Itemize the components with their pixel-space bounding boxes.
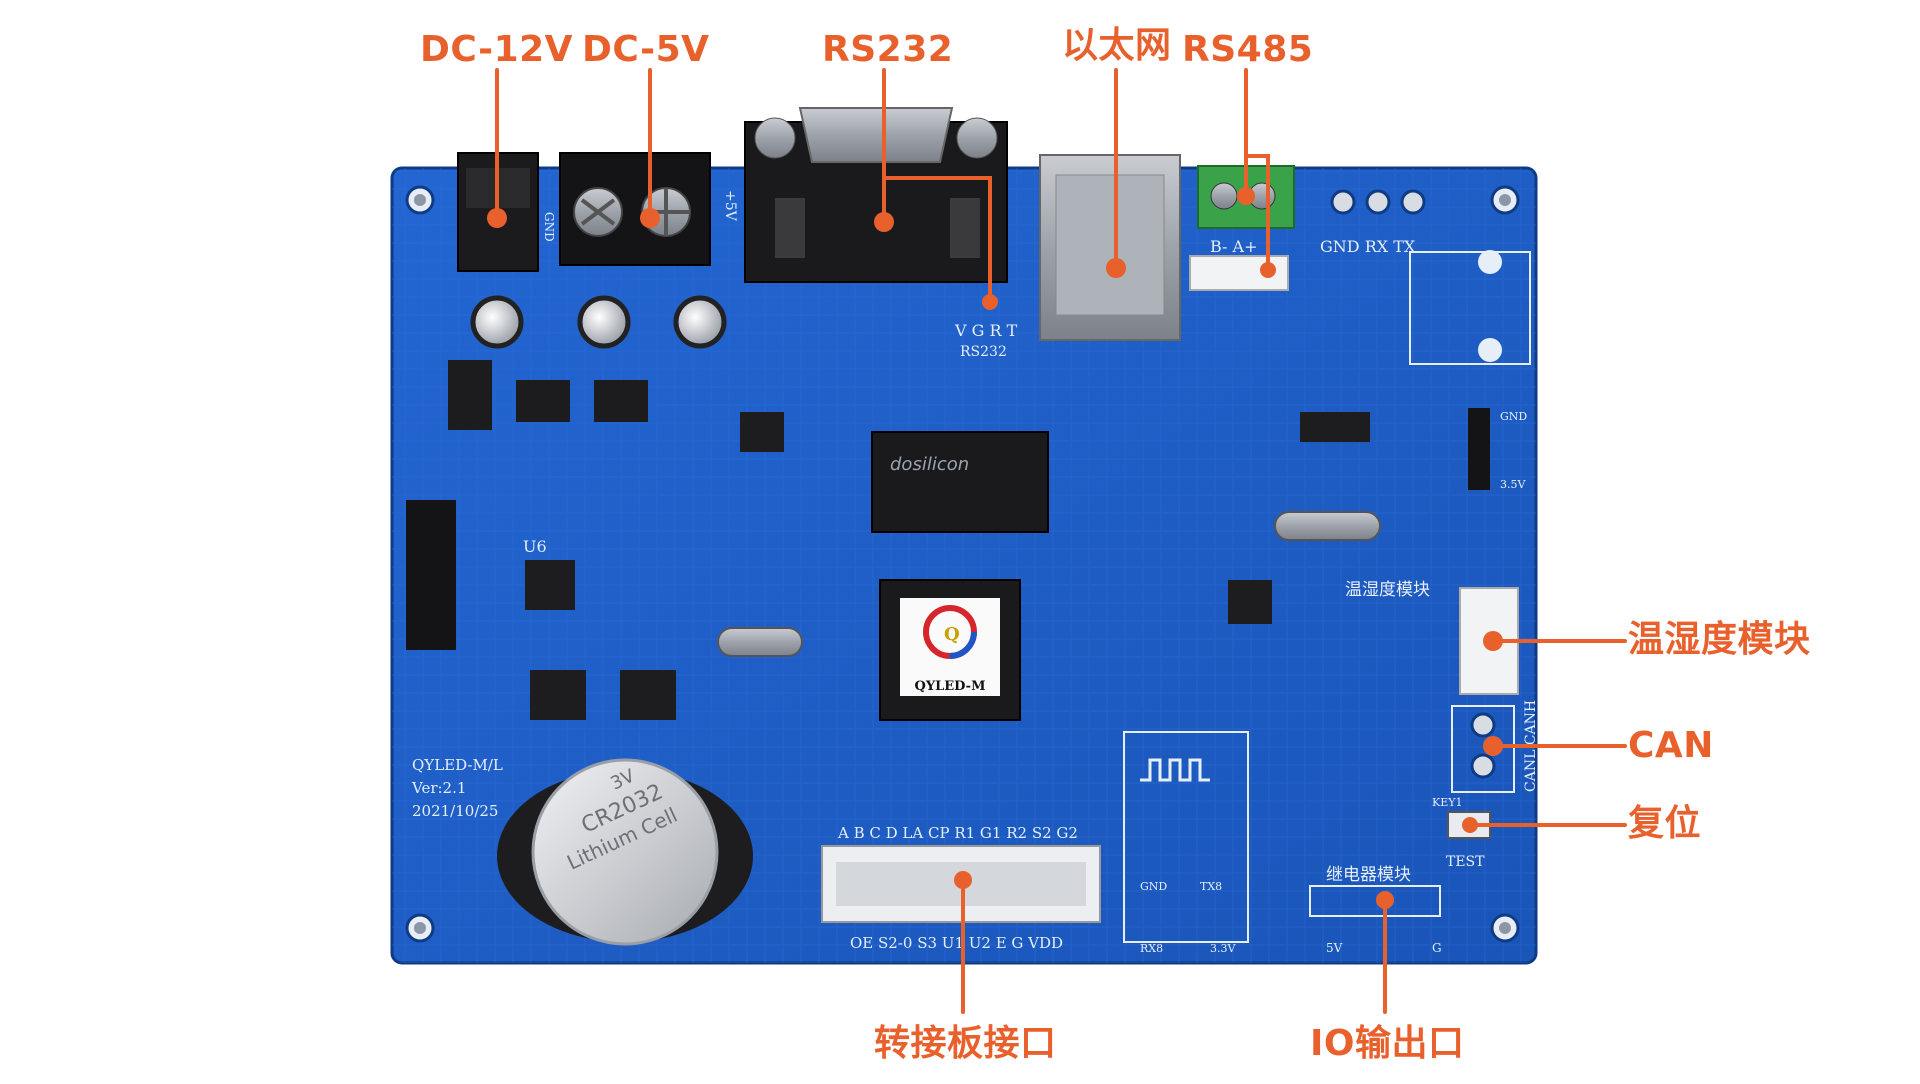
key-silk: KEY1 — [1432, 796, 1463, 809]
relay-silk: 继电器模块 — [1326, 865, 1411, 885]
hub-top-silk: A B C D LA CP R1 G1 R2 S2 G2 — [837, 824, 1078, 842]
left-pin-header — [406, 500, 456, 650]
wifi-rx-silk: RX8 — [1140, 942, 1163, 955]
label-reset: 复位 — [1628, 803, 1702, 844]
dc-5v-terminal — [559, 152, 711, 266]
relay-g-silk: G — [1432, 941, 1442, 955]
voltage-regulators — [448, 360, 648, 430]
label-can: CAN — [1628, 725, 1714, 766]
label-rs485: RS485 — [1182, 29, 1314, 70]
relay-header — [1309, 885, 1441, 917]
uart-pins-silk: GND RX TX — [1320, 237, 1416, 256]
electrolytic-capacitors — [470, 295, 727, 349]
wifi-3v3-silk: 3.3V — [1210, 942, 1236, 955]
label-ethernet: 以太网 — [1062, 25, 1172, 66]
plus5v-silk: +5V — [722, 190, 738, 222]
flash-memory-chip: dosilicon — [871, 431, 1049, 533]
relay-5v-silk: 5V — [1326, 941, 1343, 955]
label-io-output: IO输出口 — [1310, 1023, 1465, 1064]
label-dc-5v: DC-5V — [582, 29, 710, 70]
flash-brand: dosilicon — [890, 454, 969, 475]
gnd-silk: GND — [542, 212, 556, 242]
wifi-gnd-silk: GND — [1140, 880, 1167, 893]
label-adapter-interface: 转接板接口 — [874, 1023, 1057, 1064]
ethernet-rj45-jack — [1039, 154, 1181, 341]
can-header — [1451, 705, 1515, 793]
board-date-silk: 2021/10/25 — [412, 802, 498, 820]
board-model-silk: QYLED-M/L — [412, 756, 503, 774]
rs232-db9-connector — [744, 107, 1008, 283]
label-rs232: RS232 — [822, 29, 954, 70]
p9-header — [1468, 408, 1490, 490]
callout-lines — [495, 68, 1627, 1014]
rs232-pins-silk: V G R T — [954, 321, 1018, 340]
reset-silk: TEST — [1446, 854, 1485, 870]
u6-silk: U6 — [523, 537, 547, 556]
callout-dots — [487, 187, 1503, 909]
label-dc-12v: DC-12V — [420, 29, 574, 70]
mcu-label: QYLED-M — [915, 679, 986, 694]
mcu-logo-letter: Q — [944, 624, 960, 645]
rs232-silk: RS232 — [960, 344, 1007, 360]
uart-pads — [1330, 189, 1426, 215]
p9-3v3-silk: 3.5V — [1500, 478, 1526, 491]
small-ics — [525, 412, 1370, 720]
main-mcu: Q QYLED-M — [879, 579, 1021, 721]
coin-battery: CR2032 Lithium Cell 3V — [497, 758, 753, 946]
board-version-silk: Ver:2.1 — [411, 779, 466, 797]
hub-bottom-silk: OE S2-0 S3 U1 U2 E G VDD — [850, 934, 1063, 952]
rs485-pins-silk: B- A+ — [1210, 237, 1258, 256]
temp-humidity-silk: 温湿度模块 — [1345, 580, 1430, 600]
p9-gnd-silk: GND — [1500, 410, 1527, 423]
wifi-tx-silk: TX8 — [1200, 880, 1222, 893]
label-temp-humidity: 温湿度模块 — [1628, 619, 1811, 660]
